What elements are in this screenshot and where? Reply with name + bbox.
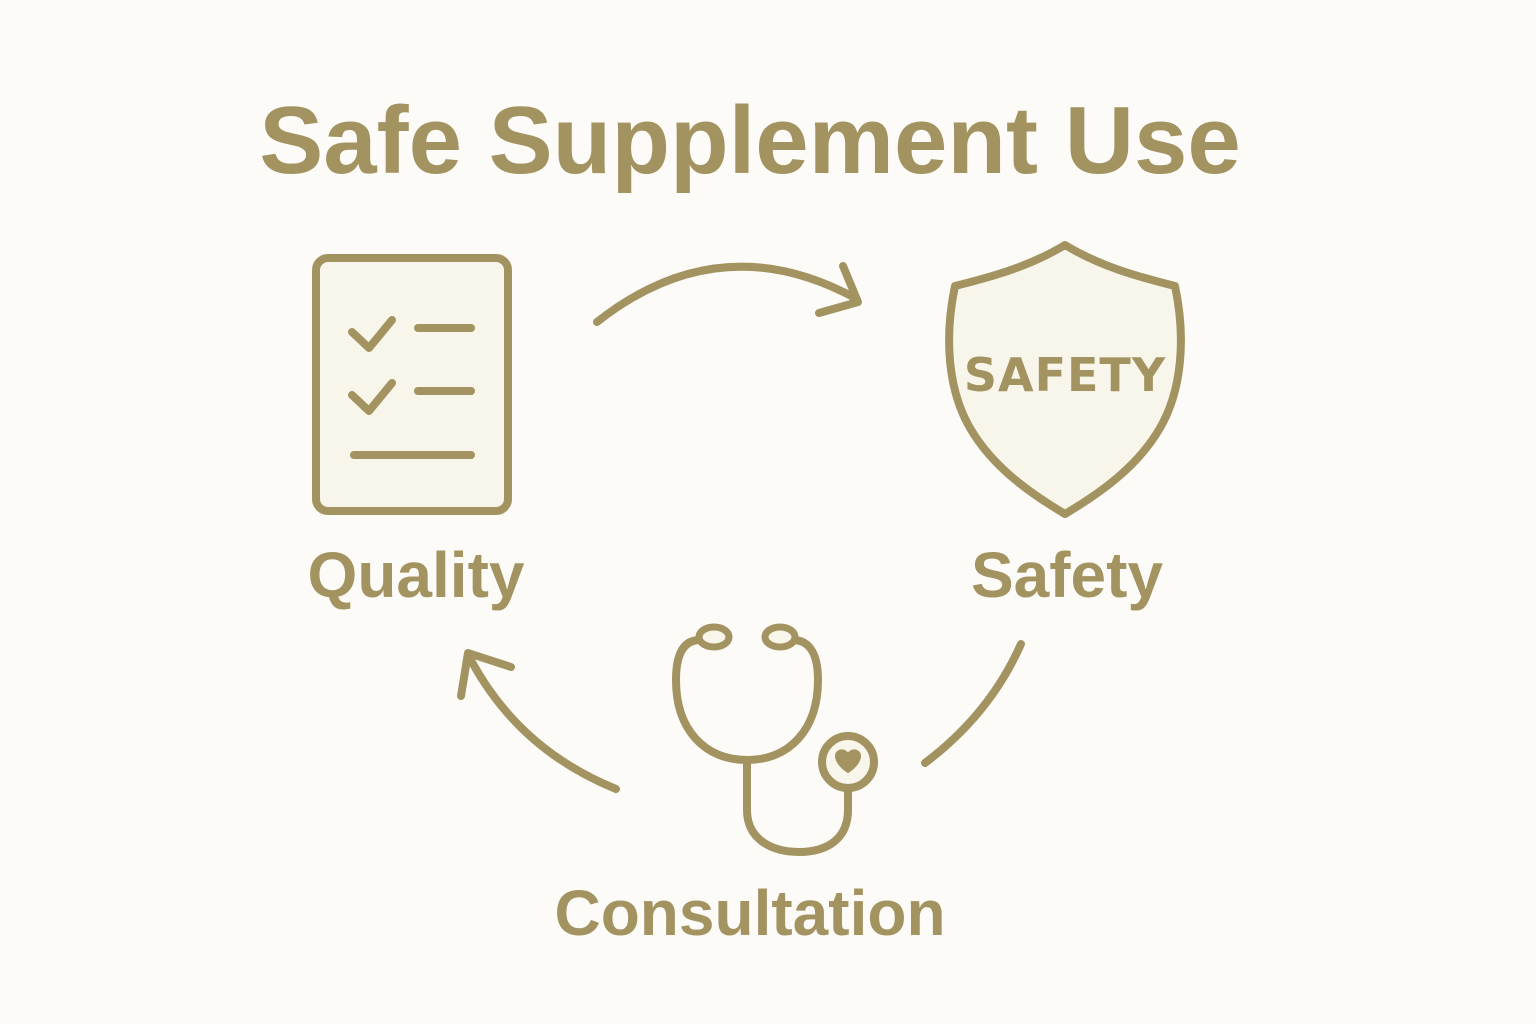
arrowhead-1: [815, 262, 862, 317]
stethoscope-left-tube: [672, 636, 751, 764]
checkmark-2: [348, 379, 396, 415]
stethoscope-right-tube: [743, 636, 822, 764]
shield-badge-text: SAFETY: [964, 348, 1166, 402]
arrow-consultation-to-quality: [457, 649, 620, 793]
stethoscope-icon: [672, 623, 878, 856]
shield-outline: [945, 241, 1185, 518]
node-label-quality: Quality: [308, 539, 525, 611]
stethoscope-tubing: [743, 756, 852, 856]
node-label-consultation: Consultation: [554, 877, 945, 949]
checklist-board: [312, 254, 512, 515]
arrow-quality-to-safety: [593, 262, 862, 326]
arrow-arc-1: [593, 262, 859, 326]
stethoscope-earpiece-right: [761, 623, 799, 651]
checkmark-1: [348, 316, 396, 352]
diagram-title: Safe Supplement Use: [259, 87, 1241, 194]
stethoscope-earpiece-left: [695, 623, 733, 651]
shield-icon: SAFETY: [945, 241, 1185, 518]
arrow-arc-3: [468, 658, 620, 793]
node-label-safety: Safety: [971, 539, 1164, 611]
arrowhead-3: [457, 649, 515, 700]
checklist-icon: [312, 254, 512, 515]
arrow-safety-to-consultation: [921, 640, 1025, 767]
heart-icon: [835, 749, 861, 773]
